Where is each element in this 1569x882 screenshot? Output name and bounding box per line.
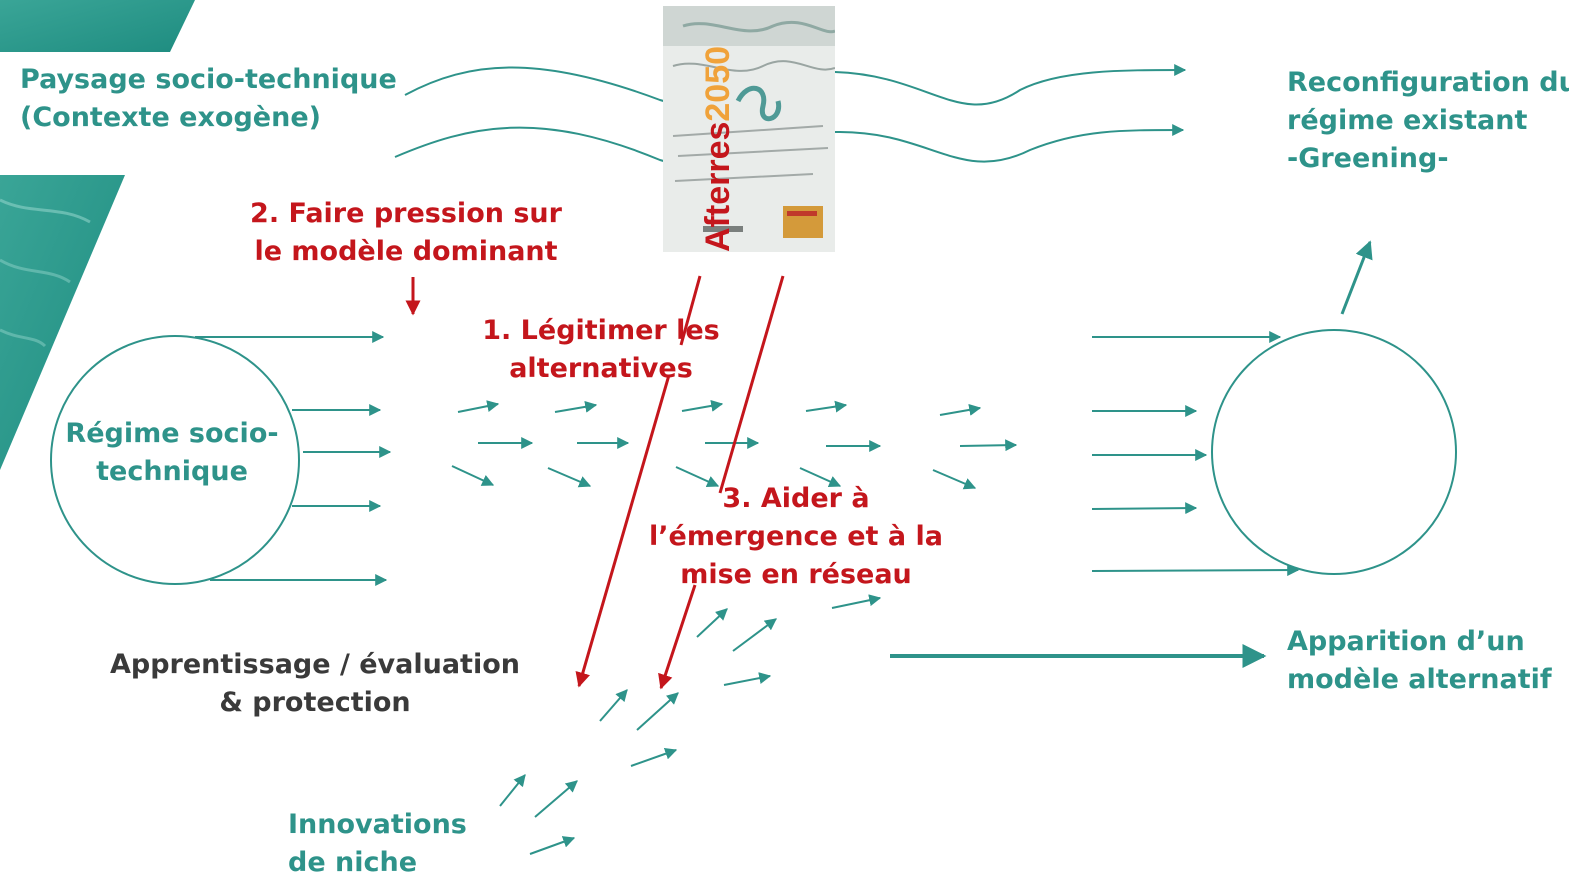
legitimize-arrow-bottom (575, 374, 671, 688)
regime-arrows-right (1091, 331, 1300, 577)
reconfiguration-arrow (1340, 240, 1373, 315)
legitimize-arrow-top (679, 275, 702, 346)
niche-label: Innovations de niche (288, 809, 467, 878)
regime-label: Régime socio- technique (65, 418, 279, 487)
network-arrow-bottom (658, 584, 697, 690)
regime-arrows-left (195, 331, 392, 586)
regime-circle-left (50, 335, 300, 585)
cover-title: Afterres2050 (699, 45, 737, 252)
network-arrow-top (718, 275, 785, 494)
niche-arrows (499, 594, 882, 855)
afterres-book-cover: Afterres2050 (663, 6, 835, 252)
regime-circle-right (1211, 329, 1457, 575)
action-arrows (405, 275, 785, 690)
flow-arrows-middle (451, 399, 1018, 490)
landscape-label: Paysage socio-technique (Contexte exogèn… (20, 64, 397, 133)
alternative-model-label: Apparition d’un modèle alternatif (1287, 626, 1552, 695)
action-network-label: 3. Aider à l’émergence et à la mise en r… (649, 483, 943, 590)
reconfiguration-label: Reconfiguration du régime existant -Gree… (1287, 67, 1569, 174)
action-legitimize-label: 1. Légitimer les alternatives (482, 315, 720, 384)
action-pressure-label: 2. Faire pression sur le modèle dominant (250, 198, 562, 267)
learning-label: Apprentissage / évaluation & protection (110, 649, 520, 718)
